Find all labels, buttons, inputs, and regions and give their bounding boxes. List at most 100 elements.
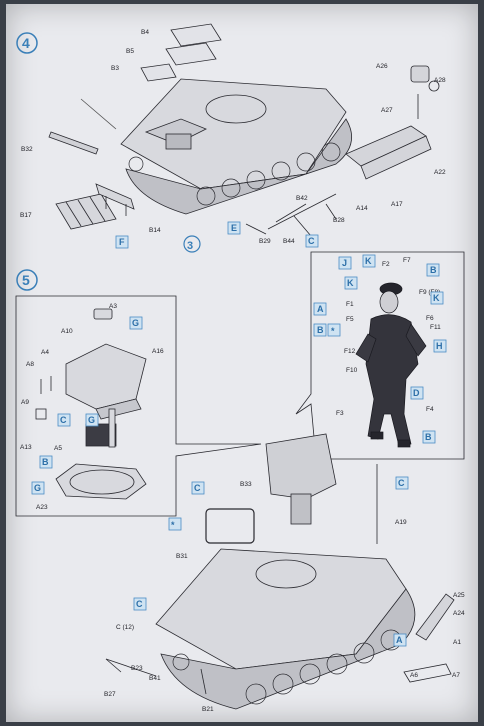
svg-text:F12: F12 (344, 348, 356, 355)
svg-text:B23: B23 (131, 665, 143, 672)
svg-text:B31: B31 (176, 553, 188, 560)
svg-text:A19: A19 (395, 519, 407, 526)
svg-text:B17: B17 (20, 212, 32, 219)
svg-text:B27: B27 (104, 691, 116, 698)
svg-text:A3: A3 (109, 303, 117, 310)
svg-text:*: * (171, 520, 175, 530)
step-4-marker: 4 (16, 32, 38, 54)
svg-text:B41: B41 (149, 675, 161, 682)
figure-labels: F2 F7 F9 (F8) F1 F5 F6 F11 F12 F10 F3 F4 (336, 257, 441, 417)
svg-text:B4: B4 (141, 29, 149, 36)
svg-text:C: C (136, 599, 143, 609)
rod-b32 (48, 98, 117, 155)
svg-text:C (12): C (12) (116, 624, 134, 631)
svg-text:D: D (413, 388, 420, 398)
svg-text:B14: B14 (149, 227, 161, 234)
svg-text:A22: A22 (434, 169, 446, 176)
svg-text:A1: A1 (453, 639, 461, 646)
step-4-labels: B4 B5 B3 B32 B17 B14 B42 B28 B29 B44 A14… (20, 29, 446, 245)
svg-text:B33: B33 (240, 481, 252, 488)
svg-text:B28: B28 (333, 217, 345, 224)
svg-text:A27: A27 (381, 107, 393, 114)
svg-text:3: 3 (187, 240, 193, 252)
svg-text:A8: A8 (26, 361, 34, 368)
instruction-sheet: 4 (6, 4, 478, 722)
svg-text:A4: A4 (41, 349, 49, 356)
svg-text:B21: B21 (202, 706, 214, 713)
svg-text:B44: B44 (283, 238, 295, 245)
svg-text:A14: A14 (356, 205, 368, 212)
step-3-marker: 3 (183, 235, 201, 253)
lower-tank-labels: B33 B31 A19 A25 A24 A1 A6 A7 C (12) B23 … (104, 481, 465, 713)
svg-text:F1: F1 (346, 301, 354, 308)
svg-text:F5: F5 (346, 316, 354, 323)
svg-text:A9: A9 (21, 399, 29, 406)
svg-text:A: A (396, 635, 403, 645)
turret-detail-callouts: G C G B G (31, 316, 143, 495)
svg-text:H: H (436, 341, 443, 351)
figure-detail-frame (295, 251, 465, 460)
svg-text:B29: B29 (259, 238, 271, 245)
svg-text:F3: F3 (336, 410, 344, 417)
svg-text:F4: F4 (426, 406, 434, 413)
svg-text:G: G (34, 483, 41, 493)
svg-text:A10: A10 (61, 328, 73, 335)
step-4-number: 4 (22, 35, 30, 51)
svg-text:B: B (425, 432, 432, 442)
svg-text:F2: F2 (382, 261, 390, 268)
svg-text:F11: F11 (430, 324, 441, 331)
svg-text:A16: A16 (152, 348, 164, 355)
svg-text:A28: A28 (434, 77, 446, 84)
svg-text:A23: A23 (36, 504, 48, 511)
svg-text:A13: A13 (20, 444, 32, 451)
svg-text:F9 (F8): F9 (F8) (419, 289, 440, 296)
svg-text:A17: A17 (391, 201, 403, 208)
parts-a22-a26 (345, 65, 440, 180)
svg-text:C: C (398, 478, 405, 488)
svg-text:G: G (88, 415, 95, 425)
step-5-marker: 5 (16, 269, 38, 291)
tank-hull-lower (105, 433, 455, 710)
svg-text:F10: F10 (346, 367, 358, 374)
svg-text:K: K (347, 278, 354, 288)
svg-text:G: G (132, 318, 139, 328)
svg-text:F6: F6 (426, 315, 434, 322)
step-4-callouts: F E C (115, 221, 319, 249)
assembly-drawing: 4 (15, 23, 465, 713)
svg-text:A5: A5 (54, 445, 62, 452)
svg-text:A: A (317, 304, 324, 314)
svg-text:B: B (430, 265, 437, 275)
svg-text:C: C (60, 415, 67, 425)
svg-text:B3: B3 (111, 65, 119, 72)
svg-text:C: C (194, 483, 201, 493)
svg-text:K: K (365, 256, 372, 266)
svg-text:A24: A24 (453, 610, 465, 617)
turret-detail-labels: A3 A10 A16 A8 A4 A9 A13 A5 A23 (20, 303, 164, 511)
parts-b17-b14 (55, 183, 135, 230)
svg-text:B42: B42 (296, 195, 308, 202)
crew-figure (355, 282, 427, 448)
hatch-panels (140, 23, 222, 82)
svg-text:B: B (317, 325, 324, 335)
svg-text:F: F (119, 237, 125, 247)
svg-text:A7: A7 (452, 672, 460, 679)
svg-text:F7: F7 (403, 257, 411, 264)
svg-text:*: * (331, 326, 335, 336)
svg-text:E: E (231, 223, 237, 233)
svg-text:A26: A26 (376, 63, 388, 70)
tank-hull-upper (120, 78, 353, 215)
figure-callouts: J K B K K A B * H D B (313, 254, 447, 444)
svg-text:K: K (433, 293, 440, 303)
tools-b42-b44 (245, 193, 337, 237)
svg-text:A25: A25 (453, 592, 465, 599)
svg-text:A6: A6 (410, 672, 418, 679)
svg-text:J: J (342, 258, 347, 268)
svg-text:5: 5 (22, 272, 30, 288)
turret-detail (35, 308, 147, 500)
lower-tank-callouts: C C * C A (133, 476, 409, 647)
svg-text:B32: B32 (21, 146, 33, 153)
svg-text:B5: B5 (126, 48, 134, 55)
turret-detail-frame (15, 295, 262, 517)
svg-text:C: C (308, 236, 315, 246)
svg-text:B: B (42, 457, 49, 467)
